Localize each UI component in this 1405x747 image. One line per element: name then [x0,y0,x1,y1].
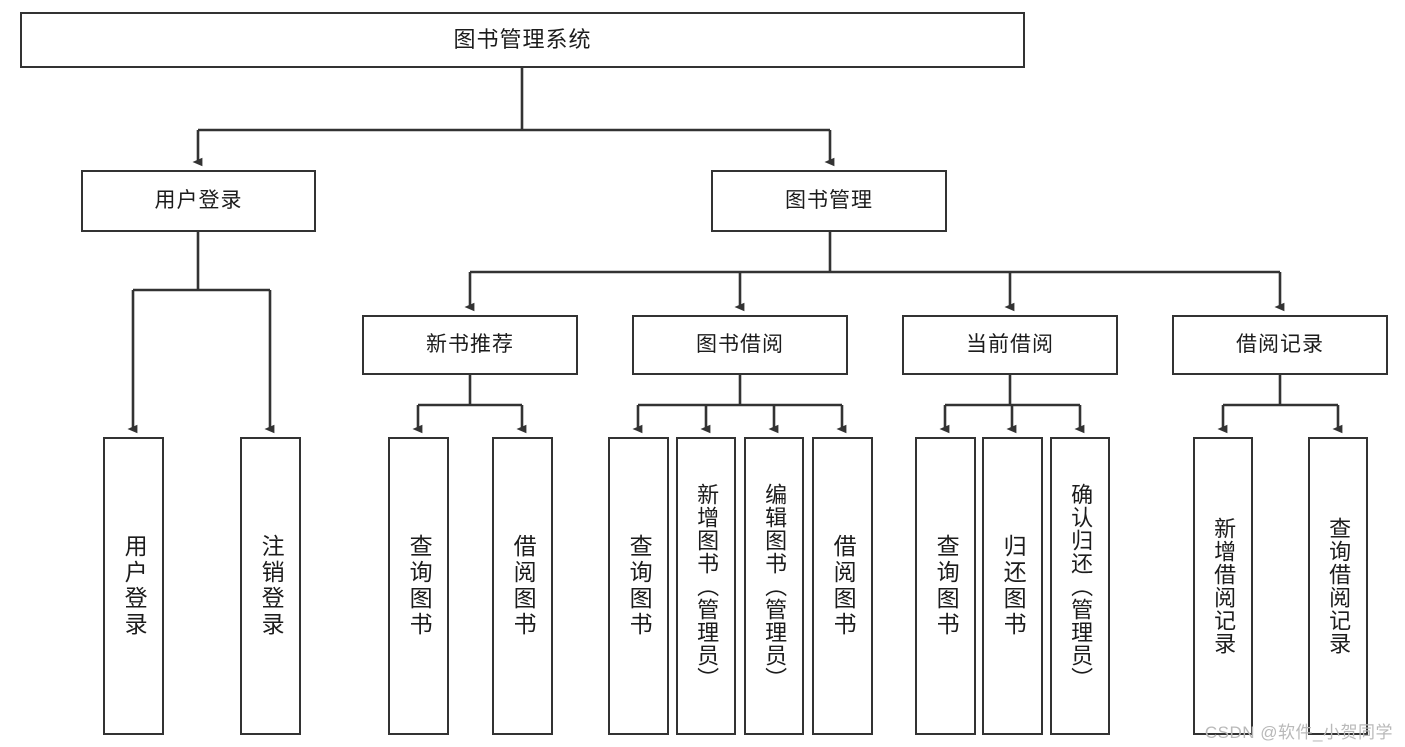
node-new-book-recommend[interactable]: 新书推荐 [362,315,578,375]
node-label: 新增图书（管理员） [694,482,720,690]
node-label: 注销登录 [258,534,285,638]
node-book-management[interactable]: 图书管理 [711,170,947,232]
csdn-watermark: CSDN @软件_小贺同学 [1204,723,1393,742]
leaf-confirm-return-admin[interactable]: 确认归还（管理员） [1050,437,1110,735]
node-label: 用户登录 [121,534,148,638]
node-label: 查询图书 [933,534,960,638]
leaf-user-login[interactable]: 用户登录 [103,437,164,735]
node-label: 借阅记录 [1236,332,1324,356]
leaf-logout[interactable]: 注销登录 [240,437,301,735]
leaf-borrow-book-recommend[interactable]: 借阅图书 [492,437,553,735]
leaf-query-book-borrow[interactable]: 查询图书 [608,437,669,735]
node-label: 查询图书 [626,534,653,638]
node-book-borrow[interactable]: 图书借阅 [632,315,848,375]
node-label: 归还图书 [1000,534,1027,638]
node-label: 图书管理系统 [453,27,592,53]
node-label: 图书管理 [785,188,873,212]
node-root-system[interactable]: 图书管理系统 [20,12,1025,68]
node-user-login[interactable]: 用户登录 [81,170,316,232]
leaf-return-book[interactable]: 归还图书 [982,437,1043,735]
node-label: 图书借阅 [696,332,784,356]
node-label: 用户登录 [154,188,243,212]
node-label: 查询借阅记录 [1326,517,1352,655]
node-label: 当前借阅 [966,332,1054,356]
leaf-query-book-recommend[interactable]: 查询图书 [388,437,449,735]
leaf-query-borrow-record[interactable]: 查询借阅记录 [1308,437,1368,735]
leaf-edit-book-admin[interactable]: 编辑图书（管理员） [744,437,804,735]
node-label: 借阅图书 [510,534,537,638]
leaf-query-book-current[interactable]: 查询图书 [915,437,976,735]
node-label: 借阅图书 [830,534,857,638]
node-label: 编辑图书（管理员） [762,482,788,690]
leaf-add-borrow-record[interactable]: 新增借阅记录 [1193,437,1253,735]
leaf-add-book-admin[interactable]: 新增图书（管理员） [676,437,736,735]
node-label: 确认归还（管理员） [1068,482,1094,690]
node-borrow-records[interactable]: 借阅记录 [1172,315,1388,375]
node-label: 新增借阅记录 [1211,517,1237,655]
leaf-borrow-book[interactable]: 借阅图书 [812,437,873,735]
node-label: 查询图书 [406,534,433,638]
node-current-borrow[interactable]: 当前借阅 [902,315,1118,375]
node-label: 新书推荐 [426,332,514,356]
